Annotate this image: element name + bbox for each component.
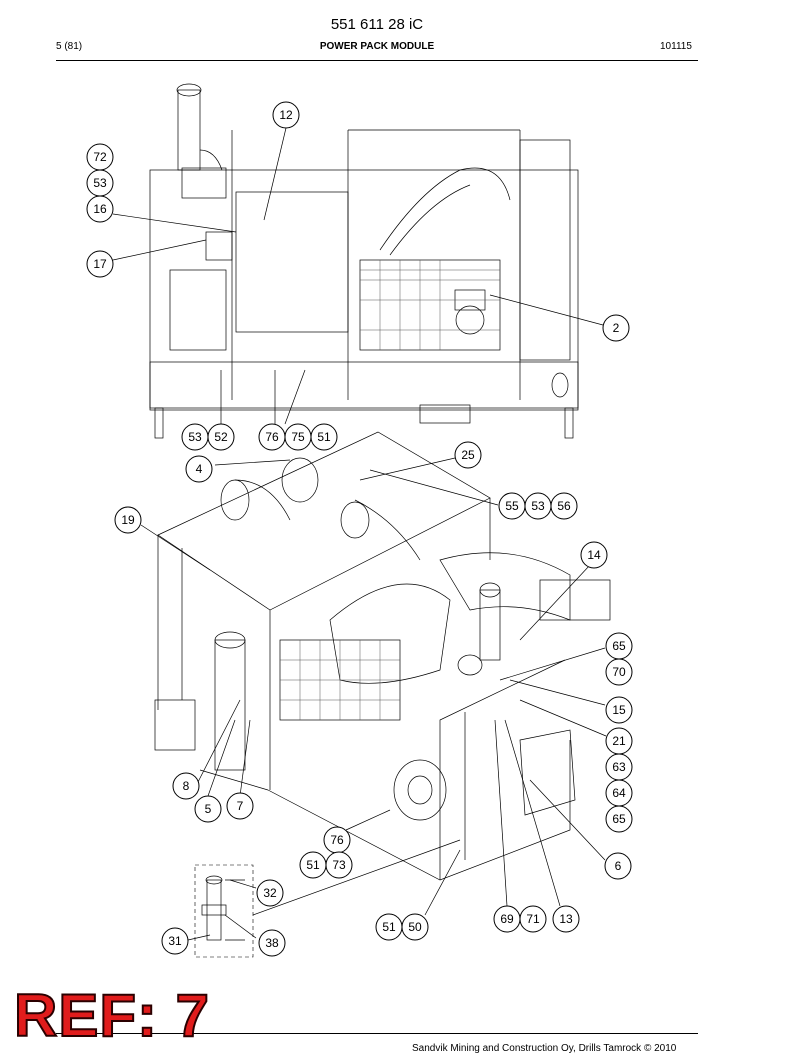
callout-31: 31 — [161, 927, 189, 955]
callout-label: 65 — [612, 812, 626, 826]
callout-14: 14 — [580, 541, 608, 569]
callout-7: 7 — [226, 792, 254, 820]
callout-25: 25 — [454, 441, 482, 469]
callout-label: 76 — [330, 833, 344, 847]
callout-label: 51 — [317, 430, 331, 444]
callout-label: 15 — [612, 703, 626, 717]
callout-21: 21 — [605, 727, 633, 755]
callout-label: 70 — [612, 665, 626, 679]
callout-53: 53 — [86, 169, 114, 197]
document-number: 551 611 28 iC — [330, 16, 424, 33]
callout-label: 64 — [612, 786, 626, 800]
leader-lines — [112, 127, 607, 941]
part-callouts: 12 72 53 16 17 2 53 52 76 75 51 4 25 55 … — [86, 101, 633, 957]
callout-63: 63 — [605, 753, 633, 781]
header-rule — [56, 60, 698, 61]
page-number: 5 (81) — [56, 41, 83, 52]
callout-label: 16 — [93, 202, 107, 216]
callout-label: 8 — [183, 779, 190, 793]
callout-17: 17 — [86, 250, 114, 278]
callout-label: 53 — [93, 176, 107, 190]
callout-65: 65 — [605, 632, 633, 660]
callout-2: 2 — [602, 314, 630, 342]
callout-label: 75 — [291, 430, 305, 444]
callout-label: 52 — [214, 430, 228, 444]
callout-75: 75 — [284, 423, 312, 451]
page-title: POWER PACK MODULE — [319, 41, 435, 52]
power-pack-isometric-view — [154, 431, 611, 881]
callout-56: 56 — [550, 492, 578, 520]
callout-label: 73 — [332, 858, 346, 872]
callout-70: 70 — [605, 658, 633, 686]
callout-32: 32 — [256, 879, 284, 907]
footer-rule — [56, 1033, 698, 1034]
callout-76b: 76 — [323, 826, 351, 854]
callout-label: 53 — [531, 499, 545, 513]
callout-label: 14 — [587, 548, 601, 562]
callout-label: 53 — [188, 430, 202, 444]
callout-64: 64 — [605, 779, 633, 807]
callout-label: 5 — [205, 802, 212, 816]
power-pack-front-view — [149, 83, 579, 439]
callout-label: 31 — [168, 934, 182, 948]
callout-51b: 51 — [299, 851, 327, 879]
callout-label: 6 — [615, 859, 622, 873]
callout-label: 51 — [306, 858, 320, 872]
callout-6: 6 — [604, 852, 632, 880]
reference-stamp: REF: 7 — [13, 982, 211, 1049]
callout-8: 8 — [172, 772, 200, 800]
callout-52: 52 — [207, 423, 235, 451]
callout-19: 19 — [114, 506, 142, 534]
callout-label: 63 — [612, 760, 626, 774]
callout-5: 5 — [194, 795, 222, 823]
callout-53b: 53 — [181, 423, 209, 451]
callout-label: 38 — [265, 936, 279, 950]
callout-4: 4 — [185, 455, 213, 483]
callout-76: 76 — [258, 423, 286, 451]
callout-16: 16 — [86, 195, 114, 223]
callout-73: 73 — [325, 851, 353, 879]
callout-label: 69 — [500, 912, 514, 926]
callout-label: 65 — [612, 639, 626, 653]
callout-label: 19 — [121, 513, 135, 527]
callout-label: 17 — [93, 257, 107, 271]
callout-65b: 65 — [605, 805, 633, 833]
callout-label: 76 — [265, 430, 279, 444]
callout-50: 50 — [401, 913, 429, 941]
callout-label: 7 — [237, 799, 244, 813]
callout-label: 4 — [196, 462, 203, 476]
callout-38: 38 — [258, 929, 286, 957]
callout-label: 12 — [279, 108, 293, 122]
callout-15: 15 — [605, 696, 633, 724]
callout-label: 50 — [408, 920, 422, 934]
callout-53c: 53 — [524, 492, 552, 520]
callout-69: 69 — [493, 905, 521, 933]
callout-label: 71 — [526, 912, 540, 926]
callout-72: 72 — [86, 143, 114, 171]
detail-view — [194, 864, 254, 958]
date-code: 101115 — [660, 41, 692, 52]
callout-label: 72 — [93, 150, 107, 164]
callout-label: 13 — [559, 912, 573, 926]
callout-51: 51 — [310, 423, 338, 451]
callout-label: 55 — [505, 499, 519, 513]
callout-label: 25 — [461, 448, 475, 462]
callout-55: 55 — [498, 492, 526, 520]
callout-label: 51 — [382, 920, 396, 934]
callout-label: 32 — [263, 886, 277, 900]
callout-label: 56 — [557, 499, 571, 513]
callout-label: 21 — [612, 734, 626, 748]
callout-51c: 51 — [375, 913, 403, 941]
copyright-footer: Sandvik Mining and Construction Oy, Dril… — [412, 1043, 677, 1054]
callout-13: 13 — [552, 905, 580, 933]
callout-12: 12 — [272, 101, 300, 129]
callout-label: 2 — [613, 321, 620, 335]
callout-71: 71 — [519, 905, 547, 933]
